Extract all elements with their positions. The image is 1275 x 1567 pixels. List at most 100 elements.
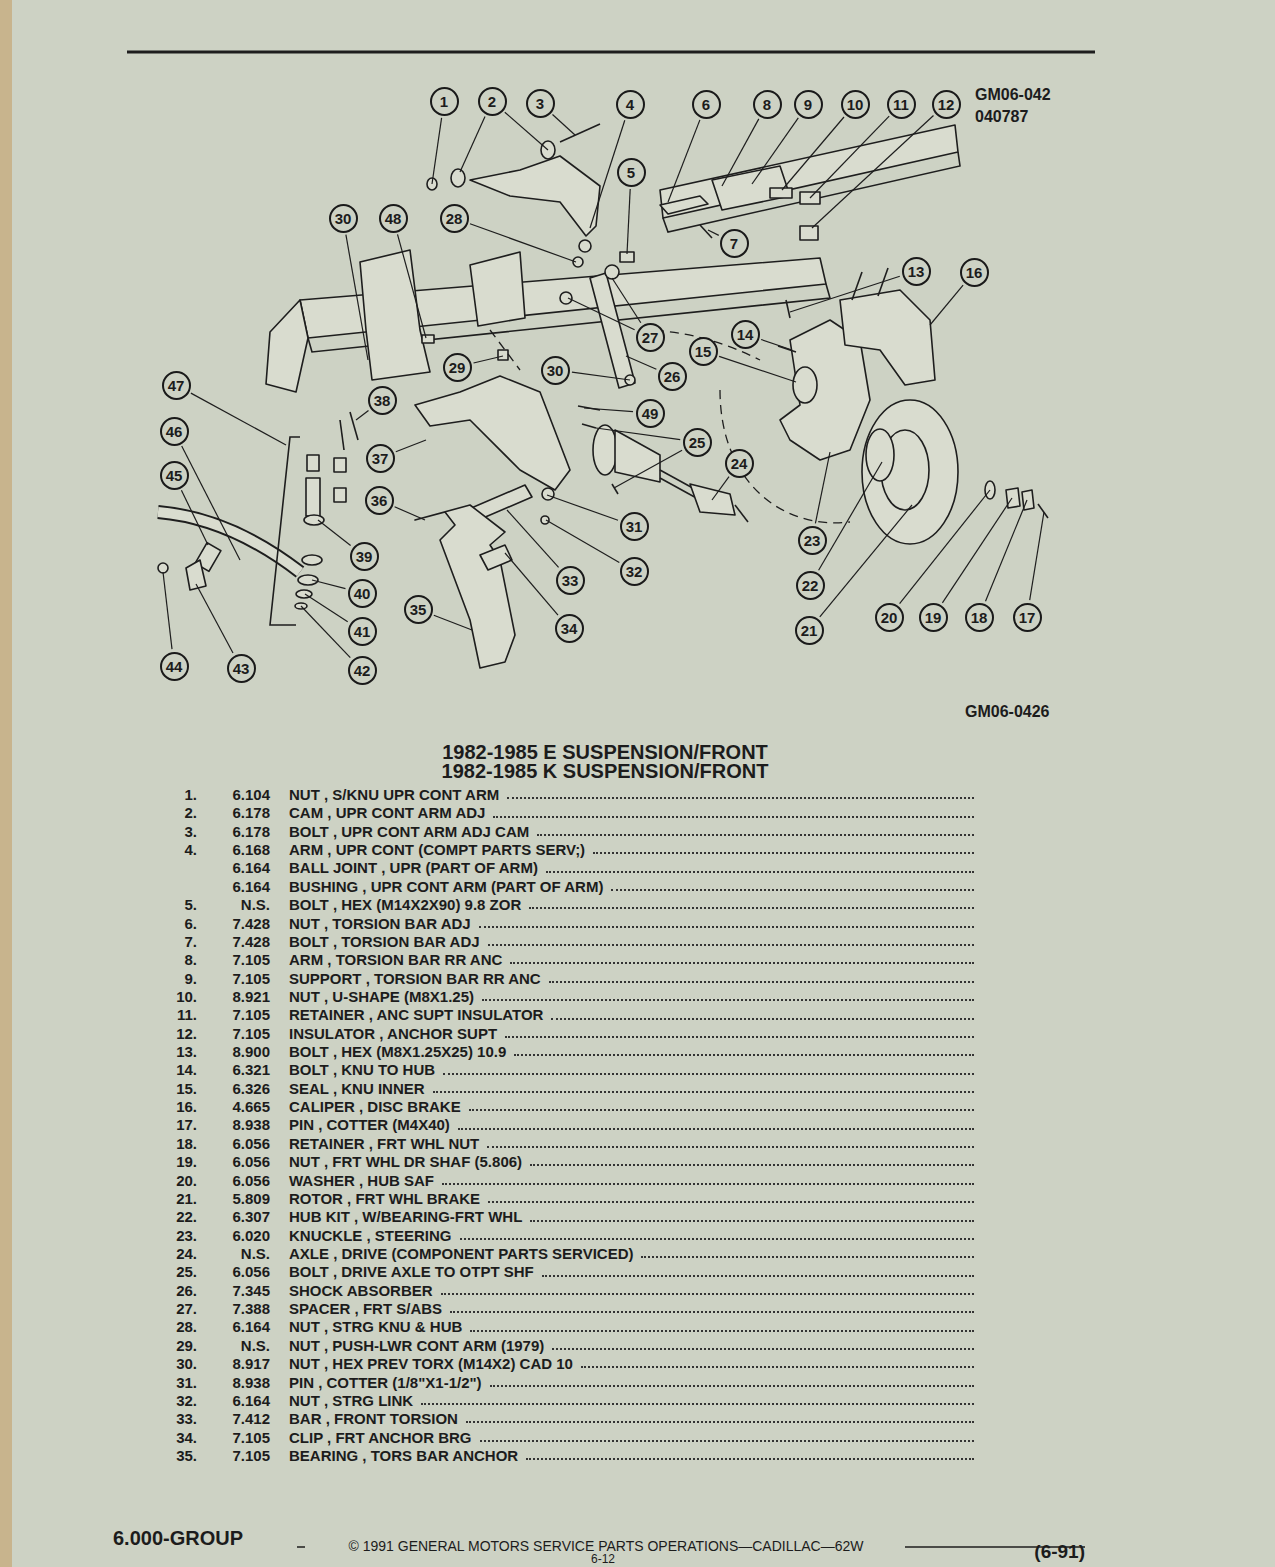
item-number: 35. (176, 1447, 197, 1464)
leader-line (752, 118, 798, 184)
callout-circle: 15 (689, 337, 718, 366)
part-name: BUSHING , UPR CONT ARM (PART OF ARM) (289, 878, 603, 895)
group-code: 6.056 (232, 1135, 270, 1152)
group-code: 6.056 (232, 1263, 270, 1280)
group-code: 7.105 (232, 970, 270, 987)
item-number: 33. (176, 1410, 197, 1427)
leader-line (547, 495, 618, 520)
callout-circle: 47 (162, 371, 191, 400)
list-row: BALL JOINT , UPR (PART OF ARM) (289, 859, 980, 876)
callout-number: 33 (562, 573, 579, 588)
part-name: AXLE , DRIVE (COMPONENT PARTS SERVICED) (289, 1245, 633, 1262)
part-name: HUB KIT , W/BEARING-FRT WHL (289, 1208, 522, 1225)
callout-number: 35 (410, 602, 427, 617)
callout-number: 38 (374, 393, 391, 408)
group-code: 6.164 (232, 1392, 270, 1409)
group-code: 8.900 (232, 1043, 270, 1060)
callout-circle: 23 (798, 526, 827, 555)
item-number: 30. (176, 1355, 197, 1372)
group-code: 6.104 (232, 786, 270, 803)
callout-circle: 20 (875, 603, 904, 632)
item-number: 20. (176, 1172, 197, 1189)
page-edge (0, 0, 12, 1567)
callout-circle: 37 (366, 444, 395, 473)
callout-number: 40 (354, 586, 371, 601)
callout-number: 47 (168, 378, 185, 393)
callout-number: 39 (356, 549, 373, 564)
part-name: CALIPER , DISC BRAKE (289, 1098, 461, 1115)
dot-leader (593, 852, 974, 854)
callout-number: 1 (440, 94, 448, 109)
list-row: CLIP , FRT ANCHOR BRG (289, 1429, 980, 1446)
leader-line (505, 112, 548, 150)
callout-circle: 28 (440, 204, 469, 233)
leader-line (182, 446, 240, 560)
callout-number: 24 (731, 456, 748, 471)
leader-line (596, 428, 680, 440)
callout-number: 2 (488, 94, 496, 109)
callout-number: 25 (689, 435, 706, 450)
leader-line (396, 440, 426, 452)
callout-circle: 32 (620, 557, 649, 586)
dot-leader (450, 1311, 974, 1313)
callout-number: 30 (547, 363, 564, 378)
leader-line (356, 410, 369, 420)
callout-circle: 44 (160, 652, 189, 681)
list-row: NUT , U-SHAPE (M8X1.25) (289, 988, 980, 1005)
leader-line (181, 490, 208, 545)
dot-leader (487, 1146, 974, 1148)
callout-circle: 40 (348, 579, 377, 608)
dot-leader (490, 1385, 974, 1387)
item-number: 6. (184, 915, 197, 932)
leader-line (790, 276, 900, 312)
list-row: ROTOR , FRT WHL BRAKE (289, 1190, 980, 1207)
leader-line (612, 278, 641, 323)
list-row: HUB KIT , W/BEARING-FRT WHL (289, 1208, 980, 1225)
leader-line (474, 356, 504, 363)
callout-number: 4 (626, 97, 634, 112)
list-row: AXLE , DRIVE (COMPONENT PARTS SERVICED) (289, 1245, 980, 1262)
leader-line (761, 340, 792, 351)
part-name: WASHER , HUB SAF (289, 1172, 434, 1189)
part-name: BALL JOINT , UPR (PART OF ARM) (289, 859, 538, 876)
callout-circle: 10 (841, 90, 870, 119)
leader-line (572, 372, 630, 380)
callout-number: 13 (908, 264, 925, 279)
part-name: SPACER , FRT S/ABS (289, 1300, 442, 1317)
list-row: INSULATOR , ANCHOR SUPT (289, 1025, 980, 1042)
leader-line (395, 507, 425, 520)
callout-number: 11 (893, 97, 909, 112)
list-row: RETAINER , FRT WHL NUT (289, 1135, 980, 1152)
group-code: 7.428 (232, 933, 270, 950)
dot-leader (611, 889, 974, 891)
part-name: ARM , UPR CONT (COMPT PARTS SERV;) (289, 841, 585, 858)
part-name: BOLT , HEX (M14X2X90) 9.8 ZOR (289, 896, 521, 913)
group-code: 6.164 (232, 1318, 270, 1335)
group-code: 7.388 (232, 1300, 270, 1317)
callout-circle: 26 (658, 362, 687, 391)
list-row: NUT , STRG LINK (289, 1392, 980, 1409)
item-number: 25. (176, 1263, 197, 1280)
leader-line (712, 477, 729, 500)
callout-circle: 39 (350, 542, 379, 571)
dot-leader (510, 962, 974, 964)
callout-number: 23 (804, 533, 821, 548)
group-code: 8.938 (232, 1374, 270, 1391)
list-row: SEAL , KNU INNER (289, 1080, 980, 1097)
group-code: 8.921 (232, 988, 270, 1005)
callout-circle: 42 (348, 656, 377, 685)
group-code: 6.178 (232, 823, 270, 840)
dot-leader (549, 981, 974, 983)
callout-circle: 27 (636, 323, 665, 352)
item-number: 14. (176, 1061, 197, 1078)
list-row: SPACER , FRT S/ABS (289, 1300, 980, 1317)
group-code: 6.164 (232, 878, 270, 895)
leader-line (546, 520, 619, 563)
callout-circle: 12 (932, 90, 961, 119)
list-row: CALIPER , DISC BRAKE (289, 1098, 980, 1115)
leader-line (815, 452, 830, 523)
item-number: 16. (176, 1098, 197, 1115)
item-number: 23. (176, 1227, 197, 1244)
callout-circle: 8 (753, 90, 782, 119)
leader-line (163, 572, 172, 649)
